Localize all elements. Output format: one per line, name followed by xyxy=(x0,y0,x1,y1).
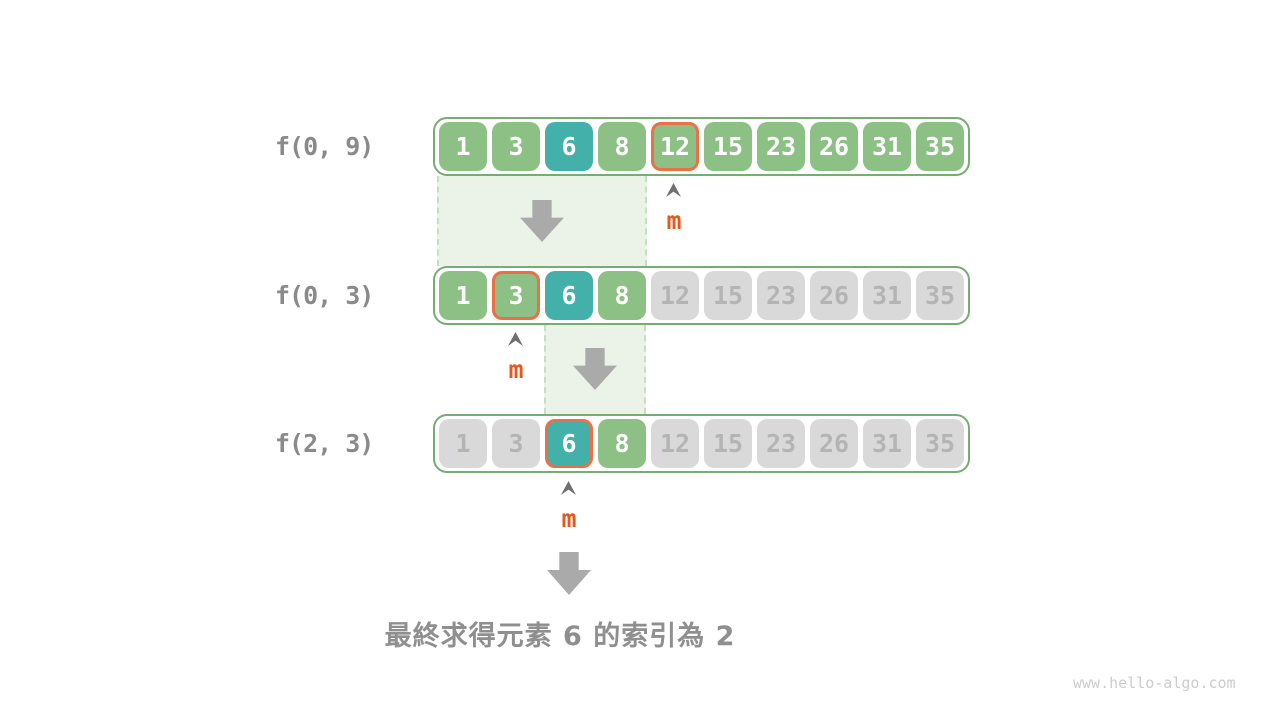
array-cell-35: 35 xyxy=(916,419,964,468)
array-cell-31: 31 xyxy=(863,419,911,468)
array-cell-35: 35 xyxy=(916,122,964,171)
array-cell-23: 23 xyxy=(757,419,805,468)
array-cell-26: 26 xyxy=(810,271,858,320)
array-cell-31: 31 xyxy=(863,271,911,320)
watermark-url: www.hello-algo.com xyxy=(1073,674,1236,692)
caret-up-icon xyxy=(666,183,681,197)
array-cell-12: 12 xyxy=(651,271,699,320)
array-cell-1: 1 xyxy=(439,271,487,320)
array-cell-6: 6 xyxy=(545,271,593,320)
array-cell-1: 1 xyxy=(439,122,487,171)
array-cell-12: 12 xyxy=(651,419,699,468)
array-cell-31: 31 xyxy=(863,122,911,171)
midpoint-pointer-label: m xyxy=(666,206,682,235)
array-cell-35: 35 xyxy=(916,271,964,320)
recursion-label-f-2-3: f(2, 3) xyxy=(275,429,374,458)
down-arrow-icon xyxy=(547,552,591,595)
array-cell-15: 15 xyxy=(704,271,752,320)
recursion-label-f-0-3: f(0, 3) xyxy=(275,281,374,310)
array-cell-8: 8 xyxy=(598,419,646,468)
recursion-label-f-0-9: f(0, 9) xyxy=(275,132,374,161)
array-cell-23: 23 xyxy=(757,122,805,171)
array-cell-26: 26 xyxy=(810,419,858,468)
array-cell-3: 3 xyxy=(492,122,540,171)
array-cell-8: 8 xyxy=(598,122,646,171)
array-cell-8: 8 xyxy=(598,271,646,320)
array-cell-6: 6 xyxy=(545,122,593,171)
array-cell-1: 1 xyxy=(439,419,487,468)
midpoint-pointer-label: m xyxy=(561,504,577,533)
caret-up-icon xyxy=(508,332,523,346)
array-cell-15: 15 xyxy=(704,122,752,171)
conclusion-text: 最終求得元素 6 的索引為 2 xyxy=(384,621,736,652)
array-cell-23: 23 xyxy=(757,271,805,320)
array-cell-12: 12 xyxy=(651,122,699,171)
array-cell-6: 6 xyxy=(545,419,593,468)
caret-up-icon xyxy=(561,481,576,495)
array-cell-26: 26 xyxy=(810,122,858,171)
midpoint-pointer-label: m xyxy=(508,355,524,384)
array-cell-15: 15 xyxy=(704,419,752,468)
array-cell-3: 3 xyxy=(492,419,540,468)
array-cell-3: 3 xyxy=(492,271,540,320)
